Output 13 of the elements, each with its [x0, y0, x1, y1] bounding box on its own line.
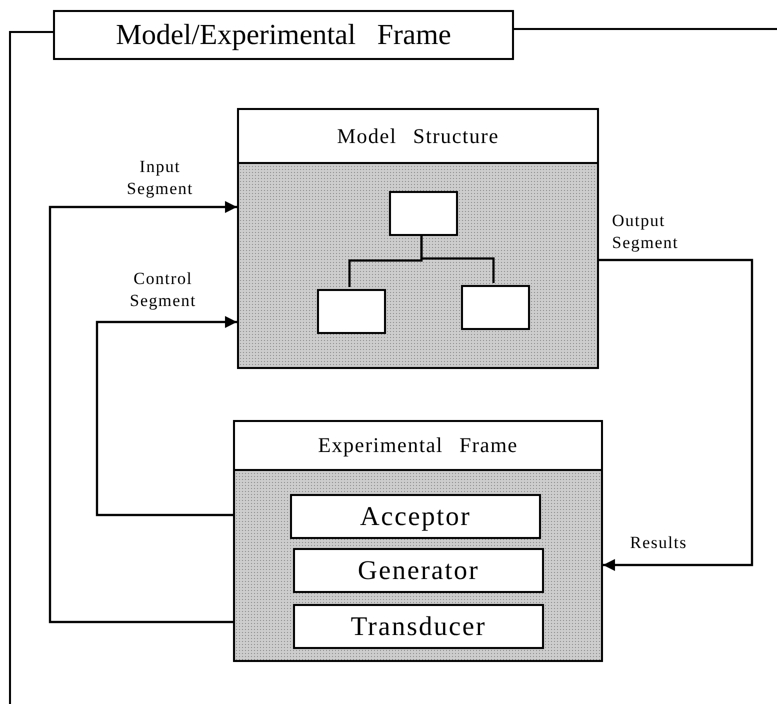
arrow [599, 258, 754, 571]
arrow [48, 201, 237, 624]
empty-box [389, 191, 458, 236]
arrow [96, 316, 237, 516]
component-box: Transducer [293, 604, 544, 649]
panel [237, 108, 599, 369]
empty-box [317, 289, 386, 334]
component-box: Acceptor [290, 494, 541, 539]
panel [233, 420, 603, 662]
connector-line [420, 234, 495, 283]
component-box: Generator [293, 548, 544, 593]
frame-title: Model/Experimental Frame [53, 10, 514, 60]
empty-box [461, 285, 530, 330]
